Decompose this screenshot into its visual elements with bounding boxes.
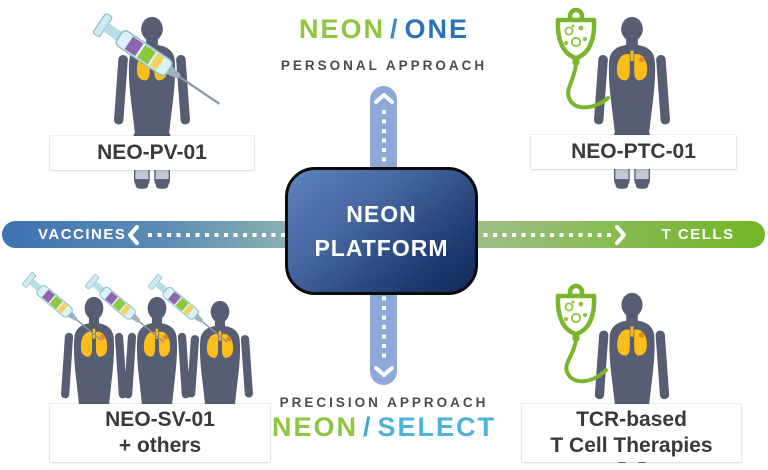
neo-ptc-01-text: NEO-PTC-01 xyxy=(571,140,696,163)
neon-select-logo-brand: NEON xyxy=(271,412,358,442)
tcells-axis-bar: T CELLS xyxy=(466,221,765,248)
neo-ptc-01-label: NEO-PTC-01 xyxy=(531,135,736,169)
platform-line2: PLATFORM xyxy=(314,235,449,261)
tcr-based-text: TCR-based xyxy=(576,408,687,431)
neon-select-logo-slash: / xyxy=(362,412,373,442)
neo-pv-01-text: NEO-PV-01 xyxy=(97,141,207,164)
iv-tube xyxy=(566,62,610,110)
neon-one-logo: NEON/ONE xyxy=(0,14,768,45)
neo-sv-01-text: NEO-SV-01 xyxy=(105,408,215,431)
iv-bag-icon xyxy=(538,280,608,384)
iv-tube xyxy=(564,338,608,384)
neon-platform-box: NEON PLATFORM xyxy=(285,167,478,295)
neo-pv-01-label: NEO-PV-01 xyxy=(50,136,254,170)
neon-one-logo-brand: NEON xyxy=(298,14,385,44)
dotted-line xyxy=(381,268,386,360)
neon-select-logo: NEON/SELECT xyxy=(0,412,768,443)
chevron-down-icon xyxy=(373,366,394,377)
tcells-label: T CELLS xyxy=(661,226,735,243)
tcr-therapies-label: TCR-based T Cell Therapies xyxy=(522,404,741,462)
personal-approach-tagline: PERSONAL APPROACH xyxy=(280,58,488,73)
neon-select-logo-product: SELECT xyxy=(377,412,497,442)
chevron-left-icon xyxy=(128,225,139,245)
tcell-therapies-text: T Cell Therapies xyxy=(550,434,713,457)
vaccines-axis-bar: VACCINES xyxy=(2,221,299,248)
iv-bag-icon xyxy=(538,4,610,110)
vaccines-label: VACCINES xyxy=(38,226,127,243)
neo-sv-01-others-text: + others xyxy=(118,434,202,457)
chevron-up-icon xyxy=(373,93,394,104)
chevron-right-icon xyxy=(615,225,626,245)
platform-line1: NEON xyxy=(346,201,417,227)
dotted-line xyxy=(148,232,297,237)
neon-one-logo-slash: / xyxy=(389,14,400,44)
neon-one-logo-product: ONE xyxy=(404,14,470,44)
neo-sv-01-label: NEO-SV-01 + others xyxy=(50,404,270,462)
dotted-line xyxy=(474,232,612,237)
dotted-line xyxy=(381,110,386,200)
precision-approach-tagline: PRECISION APPROACH xyxy=(279,395,489,410)
